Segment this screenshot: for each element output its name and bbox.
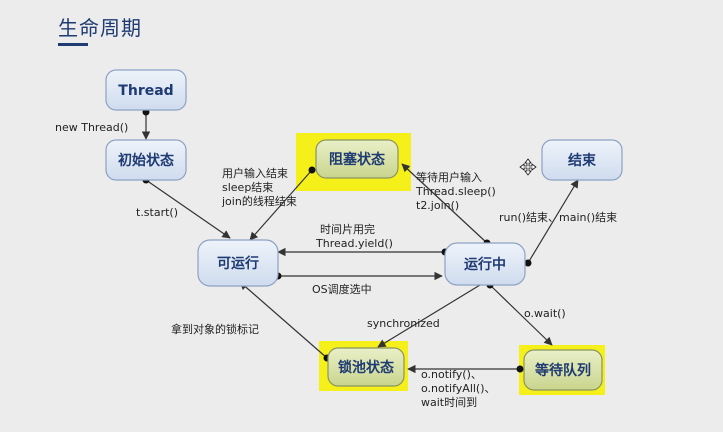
label-block-in-2: sleep结束 [222, 181, 273, 194]
node-waitqueue: 等待队列 [523, 349, 603, 391]
node-thread-label: Thread [118, 83, 173, 99]
label-block-in-1: 用户输入结束 [222, 166, 288, 180]
move-cursor-icon [519, 158, 537, 176]
label-yield-1: 时间片用完 [320, 222, 375, 236]
label-block-out-3: t2.join() [416, 199, 459, 212]
node-init: 初始状态 [105, 139, 187, 181]
node-waitqueue-label: 等待队列 [535, 362, 591, 379]
label-yield-2: Thread.yield() [315, 237, 393, 250]
label-block-out-1: 等待用户输入 [416, 170, 482, 184]
node-end-label: 结束 [568, 152, 597, 169]
node-end: 结束 [541, 139, 623, 181]
label-os-select: OS调度选中 [312, 282, 372, 296]
label-wait: o.wait() [524, 307, 566, 320]
node-blocked-label: 阻塞状态 [329, 151, 385, 168]
node-lockpool-label: 锁池状态 [338, 359, 394, 376]
label-block-in-3: join的线程结束 [221, 194, 297, 208]
label-new-thread: new Thread() [55, 121, 128, 134]
label-block-out-2: Thread.sleep() [415, 185, 496, 198]
node-thread: Thread [105, 69, 187, 111]
node-running-label: 运行中 [464, 256, 506, 273]
label-notify-1: o.notify()、 [421, 368, 482, 381]
label-synchronized: synchronized [367, 317, 440, 330]
title-underline [58, 43, 88, 46]
page-title: 生命周期 [58, 16, 142, 40]
node-blocked: 阻塞状态 [315, 139, 399, 179]
node-init-label: 初始状态 [118, 152, 174, 169]
label-lock-acquired: 拿到对象的锁标记 [171, 322, 259, 336]
node-lockpool: 锁池状态 [327, 347, 405, 387]
node-running: 运行中 [444, 242, 526, 286]
node-runnable: 可运行 [197, 239, 279, 287]
label-finish: run()结束、main()结束 [499, 211, 617, 224]
label-notify-2: o.notifyAll()、 [421, 382, 496, 395]
label-notify-3: wait时间到 [421, 396, 477, 409]
node-runnable-label: 可运行 [217, 255, 259, 272]
label-start: t.start() [136, 206, 178, 219]
